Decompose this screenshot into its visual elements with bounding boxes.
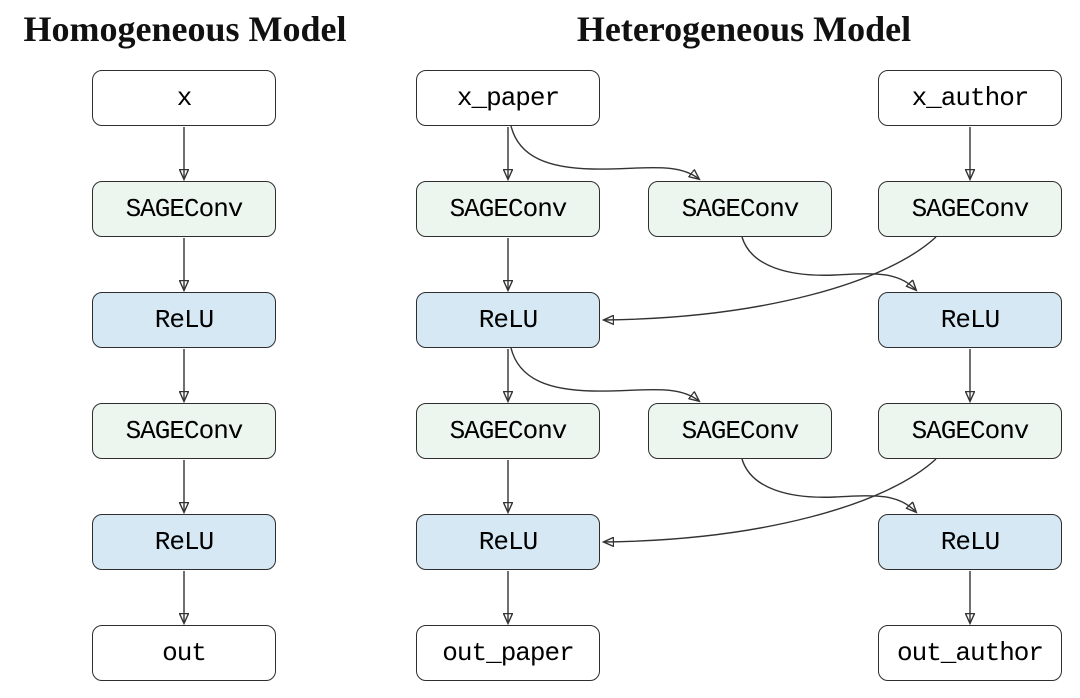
node-relu1: ReLU: [92, 292, 276, 348]
edge-relu1_paper-to-conv2_cross: [510, 347, 699, 401]
node-relu1_paper: ReLU: [416, 292, 600, 348]
edge-x_paper-to-conv1_cross: [510, 125, 699, 179]
node-relu1_author: ReLU: [878, 292, 1062, 348]
node-conv2: SAGEConv: [92, 403, 276, 459]
node-conv1: SAGEConv: [92, 181, 276, 237]
node-relu2_author: ReLU: [878, 514, 1062, 570]
homogeneous-model-title: Homogeneous Model: [23, 9, 347, 49]
edge-conv2_cross-to-relu2_author: [741, 458, 916, 512]
node-conv2_paper: SAGEConv: [416, 403, 600, 459]
node-out_author: out_author: [878, 625, 1062, 681]
node-out: out: [92, 625, 276, 681]
node-conv2_author: SAGEConv: [878, 403, 1062, 459]
node-x_paper: x_paper: [416, 70, 600, 126]
heterogeneous-model-title: Heterogeneous Model: [576, 9, 912, 49]
node-relu2: ReLU: [92, 514, 276, 570]
node-x_author: x_author: [878, 70, 1062, 126]
node-x: x: [92, 70, 276, 126]
node-conv1_paper: SAGEConv: [416, 181, 600, 237]
edge-conv1_cross-to-relu1_author: [741, 236, 916, 290]
node-conv1_cross: SAGEConv: [648, 181, 832, 237]
node-relu2_paper: ReLU: [416, 514, 600, 570]
node-conv2_cross: SAGEConv: [648, 403, 832, 459]
node-conv1_author: SAGEConv: [878, 181, 1062, 237]
node-out_paper: out_paper: [416, 625, 600, 681]
